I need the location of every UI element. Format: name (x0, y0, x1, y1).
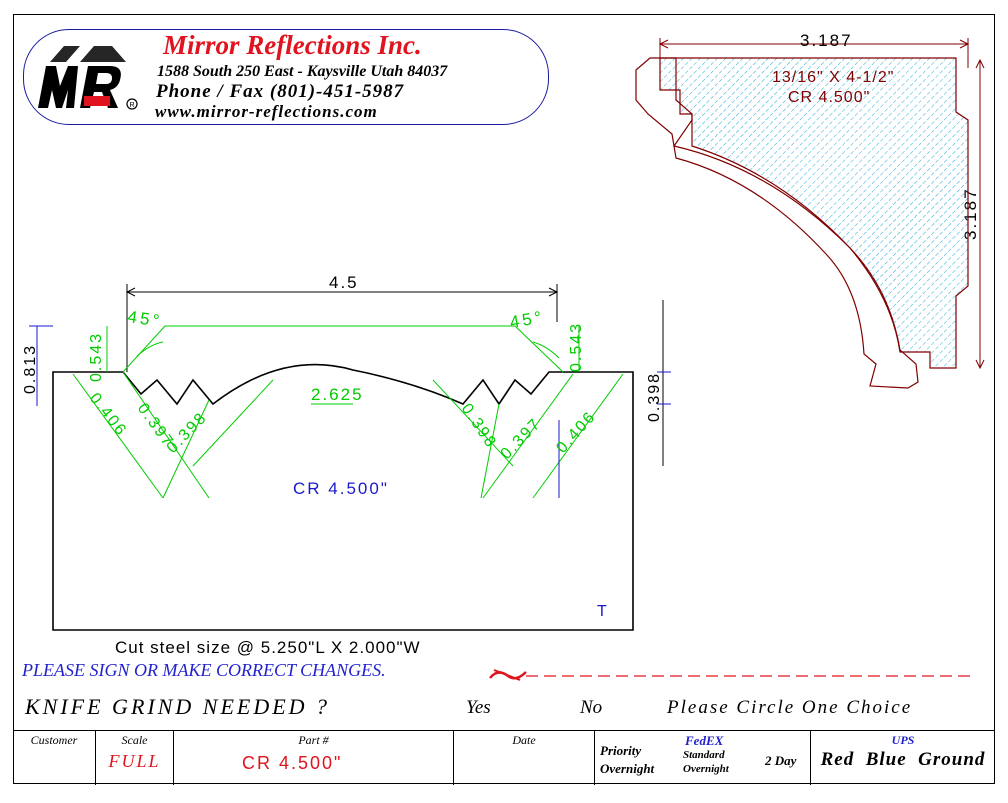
two-day-label: 2 Day (765, 753, 797, 768)
left-dim-1: 0.406 (86, 390, 130, 440)
scale-cell[interactable]: Scale FULL (96, 731, 174, 785)
company-logo: R (38, 46, 138, 110)
customer-label: Customer (30, 733, 78, 747)
signature-line[interactable] (486, 664, 976, 686)
knife-corner-mark: T (597, 603, 607, 620)
knife-center-label: CR 4.500" (293, 479, 389, 498)
standard-label: Standard (683, 749, 725, 761)
knife-outline (52, 363, 634, 631)
molding-profile-view: 3.187 3.187 13/16" X 4-1/2" CR 4.500" (635, 31, 985, 389)
fedex-cell[interactable]: Priority Overnight FedEX Standard Overni… (595, 731, 811, 785)
knife-blank-view: 4.5 0.813 0.398 45° 45° 0.543 0.543 2.62… (22, 273, 671, 631)
part-cell[interactable]: Part # CR 4.500" (174, 731, 454, 785)
right-dim-2: 0.397 (498, 415, 545, 463)
scale-label: Scale (121, 733, 148, 747)
scale-value: FULL (108, 751, 161, 771)
sign-instruction: PLEASE SIGN OR MAKE CORRECT CHANGES. (22, 660, 386, 680)
customer-cell[interactable]: Customer (13, 731, 96, 785)
profile-size-label: 13/16" X 4-1/2" (772, 69, 894, 86)
profile-code-label: CR 4.500" (788, 89, 870, 106)
date-cell[interactable]: Date (454, 731, 595, 785)
circle-choice-note: Please Circle One Choice (667, 697, 913, 718)
part-label: Part # (298, 733, 329, 747)
left-height-dim: 0.813 (22, 344, 39, 394)
right-depth-dim: 0.398 (646, 372, 663, 422)
sheet-border (13, 14, 995, 784)
standard-overnight-label: Overnight (683, 763, 729, 775)
company-website[interactable]: www.mirror-reflections.com (155, 102, 378, 121)
date-label: Date (512, 733, 536, 747)
grind-yes-option[interactable]: Yes (466, 697, 491, 718)
left-angle-dim: 45° (126, 307, 163, 331)
svg-text:R: R (130, 102, 135, 109)
ups-label: UPS (891, 733, 915, 747)
grind-no-option[interactable]: No (580, 697, 603, 718)
company-header-box (23, 29, 549, 125)
company-name: Mirror Reflections Inc. (163, 30, 422, 60)
fedex-label: FedEX (685, 733, 724, 748)
ups-cell[interactable]: UPS Red Blue Ground (811, 731, 995, 785)
radius-dim: 2.625 (311, 385, 364, 404)
overall-width-dim: 4.5 (329, 273, 359, 292)
right-dim-1: 0.398 (458, 401, 500, 452)
priority-label: Priority (600, 743, 642, 758)
cut-steel-size: Cut steel size @ 5.250"L X 2.000"W (115, 638, 421, 657)
right-step-dim: 0.543 (568, 322, 585, 372)
right-dim-3: 0.406 (553, 408, 599, 457)
ups-options: Red Blue Ground (820, 749, 986, 770)
right-angle-dim: 45° (508, 307, 545, 332)
company-phone: Phone / Fax (801)-451-5987 (156, 81, 405, 102)
profile-width-dim: 3.187 (800, 31, 853, 50)
part-value: CR 4.500" (242, 753, 343, 773)
knife-grind-question: KNIFE GRIND NEEDED ? (25, 694, 331, 719)
title-block-table: Customer Scale FULL Part # CR 4.500" Dat… (13, 730, 995, 785)
left-step-dim: 0.543 (88, 332, 105, 382)
company-address: 1588 South 250 East - Kaysville Utah 840… (157, 63, 448, 80)
priority-overnight-label: Overnight (600, 761, 655, 776)
